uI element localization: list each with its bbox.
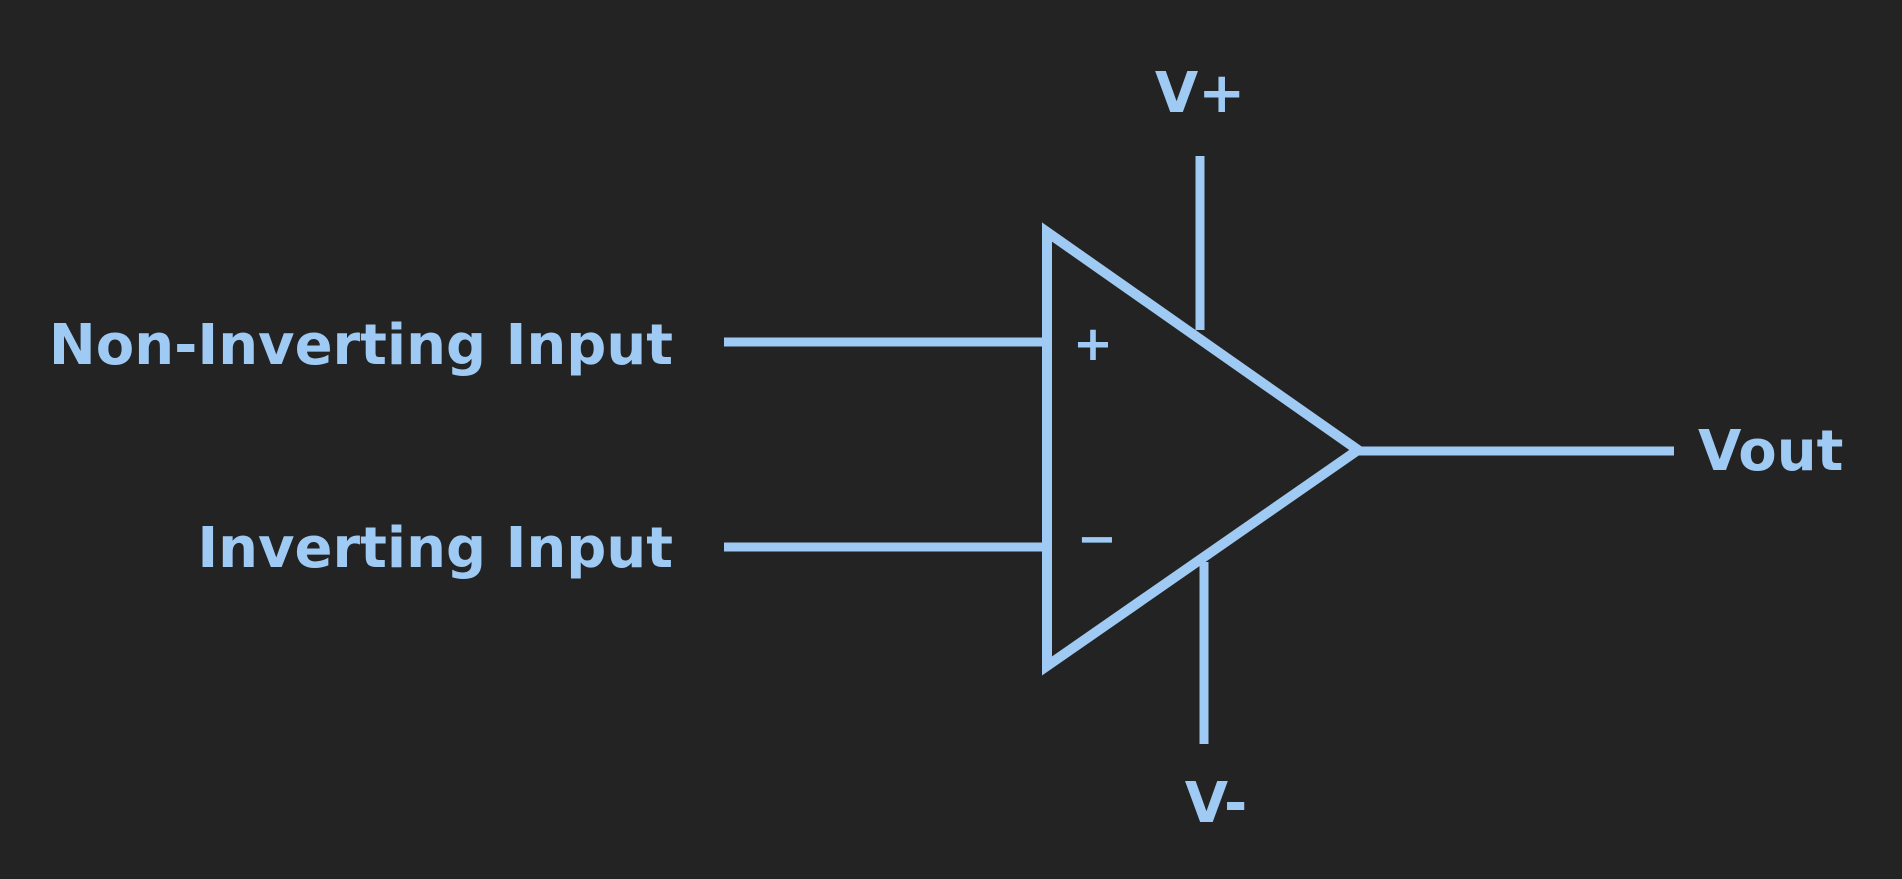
non-inverting-input-label: Non-Inverting Input — [49, 313, 673, 378]
op-amp-triangle — [1042, 222, 1367, 676]
minus-sign: − — [1077, 511, 1117, 567]
output-label: Vout — [1698, 419, 1843, 484]
negative-supply-label: V- — [1185, 771, 1248, 836]
plus-sign: + — [1073, 316, 1113, 372]
inverting-input-label: Inverting Input — [197, 516, 673, 581]
positive-supply-label: V+ — [1155, 61, 1245, 126]
